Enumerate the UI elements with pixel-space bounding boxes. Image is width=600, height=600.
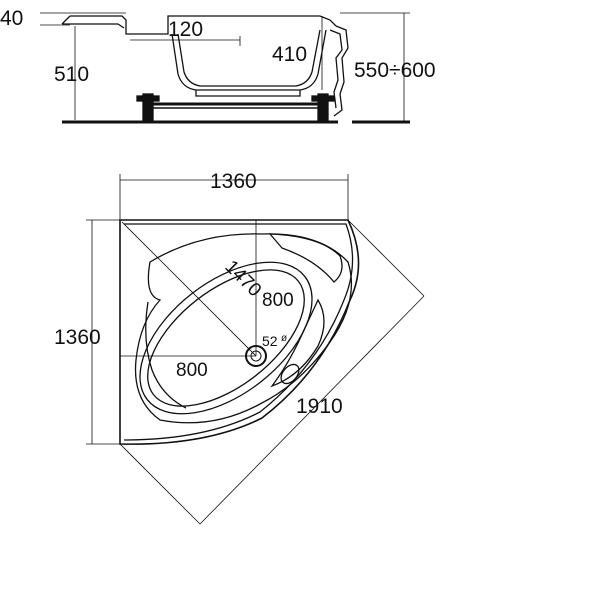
bath-rim-left	[70, 15, 337, 35]
side-channel	[145, 301, 187, 409]
bath-front-apron-inner	[329, 29, 343, 109]
basin-oval-outer	[139, 261, 313, 415]
bath-support	[195, 90, 301, 97]
bath-rim-left-bottom	[61, 15, 125, 29]
bath-basin-inner	[177, 29, 321, 87]
dim-diag-ext-top	[347, 219, 425, 297]
dim-drain-x-label: 800	[176, 360, 208, 381]
dim-drain-dia-label: 52	[262, 333, 278, 349]
drain-outlet-inner	[250, 350, 262, 362]
dim-total-height-label: 550÷600	[354, 59, 436, 82]
drain-outlet-outer	[245, 345, 267, 367]
plan-view	[86, 174, 425, 525]
dim-drain-y-label: 800	[262, 290, 294, 311]
dim-rim-label: 40	[0, 7, 23, 30]
foot-right-cap	[311, 95, 335, 102]
bath-front-apron	[333, 25, 349, 117]
diagonal-line-1470	[121, 221, 257, 357]
bath-basin	[171, 29, 327, 91]
overflow-fitting	[280, 363, 300, 385]
dim-width-top-label: 1360	[210, 170, 257, 193]
dim-diagonal-total-label: 1910	[296, 395, 343, 418]
headrest-top	[268, 233, 343, 283]
foot-right	[317, 93, 329, 121]
foot-left	[142, 93, 154, 121]
dim-bath-height-label: 510	[54, 63, 89, 86]
foot-left-cap	[136, 95, 160, 102]
dim-diag-ext-bottom	[119, 443, 201, 525]
plan-outline	[119, 219, 360, 445]
dim-diag-line	[199, 295, 425, 525]
dim-height-left-label: 1360	[54, 326, 101, 349]
basin-oval-inner	[147, 269, 305, 407]
dim-basin-depth-label: 410	[272, 43, 307, 66]
plan-inner-rim	[123, 223, 354, 441]
armrest-right	[270, 298, 325, 388]
dim-depth-inner-label: 120	[168, 18, 203, 41]
side-view	[40, 12, 410, 124]
dia-symbol: ø	[281, 333, 287, 344]
